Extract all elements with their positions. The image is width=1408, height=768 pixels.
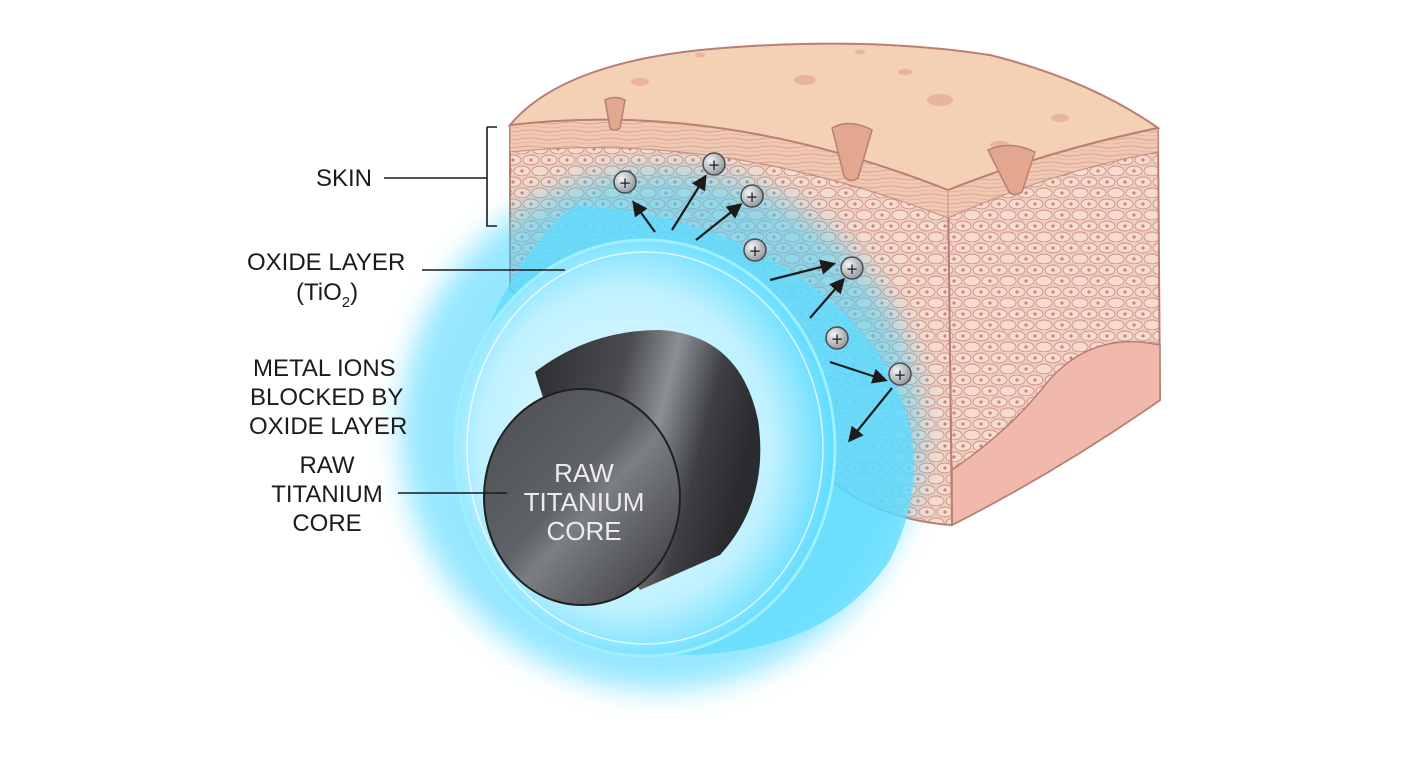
- core-text-line1: RAW: [554, 458, 614, 488]
- label-oxide-line2: (TiO2): [296, 279, 358, 311]
- metal-ion: +: [740, 184, 764, 208]
- metal-ion: +: [840, 256, 864, 280]
- skin-pore-tubes: [604, 96, 1036, 196]
- core-text-line3: CORE: [546, 516, 621, 546]
- metal-ion: +: [702, 152, 726, 176]
- titanium-core: RAW TITANIUM CORE: [483, 330, 761, 606]
- label-raw-core: RAW TITANIUM CORE: [271, 452, 507, 537]
- ion-arrow: [829, 360, 888, 384]
- ion-arrows: [632, 174, 893, 443]
- ion-arrow: [671, 174, 707, 231]
- ion-arrow: [632, 200, 656, 233]
- core-face: [483, 388, 681, 606]
- metal-ions: + + + + + + +: [613, 152, 912, 386]
- skin-dermis-side: [951, 341, 1161, 527]
- label-core-line1: RAW: [299, 452, 354, 479]
- ion-plus-symbol: +: [708, 156, 721, 174]
- metal-ion: +: [825, 326, 849, 350]
- core-text-line2: TITANIUM: [524, 487, 645, 517]
- ion-plus-symbol: +: [749, 242, 762, 260]
- ion-arrow: [769, 259, 836, 282]
- metal-ion: +: [743, 238, 767, 262]
- skin-bracket: [486, 126, 497, 227]
- label-ions-line1: METAL IONS: [253, 355, 396, 382]
- label-skin-text: SKIN: [316, 165, 372, 192]
- oxide-face-inner-ring: [466, 251, 824, 645]
- ion-plus-symbol: +: [746, 188, 759, 206]
- label-ions-line2: BLOCKED BY: [250, 384, 403, 411]
- metal-ion: +: [613, 170, 637, 194]
- label-core-line3: CORE: [292, 510, 361, 537]
- metal-ion: +: [888, 362, 912, 386]
- label-core-line2: TITANIUM: [271, 481, 383, 508]
- ion-plus-symbol: +: [894, 366, 907, 384]
- label-metal-ions: METAL IONS BLOCKED BY OXIDE LAYER: [249, 355, 407, 440]
- label-ions-line3: OXIDE LAYER: [249, 413, 407, 440]
- ion-arrow: [809, 277, 846, 319]
- ion-plus-symbol: +: [846, 260, 859, 278]
- label-oxide-line1: OXIDE LAYER: [247, 249, 405, 276]
- skin-pores: [631, 49, 1069, 149]
- ion-arrow: [848, 387, 893, 443]
- label-skin: SKIN: [316, 126, 497, 227]
- ion-plus-symbol: +: [619, 174, 632, 192]
- ion-arrow: [695, 203, 743, 241]
- ion-plus-symbol: +: [831, 330, 844, 348]
- label-oxide-layer: OXIDE LAYER (TiO2): [247, 249, 565, 311]
